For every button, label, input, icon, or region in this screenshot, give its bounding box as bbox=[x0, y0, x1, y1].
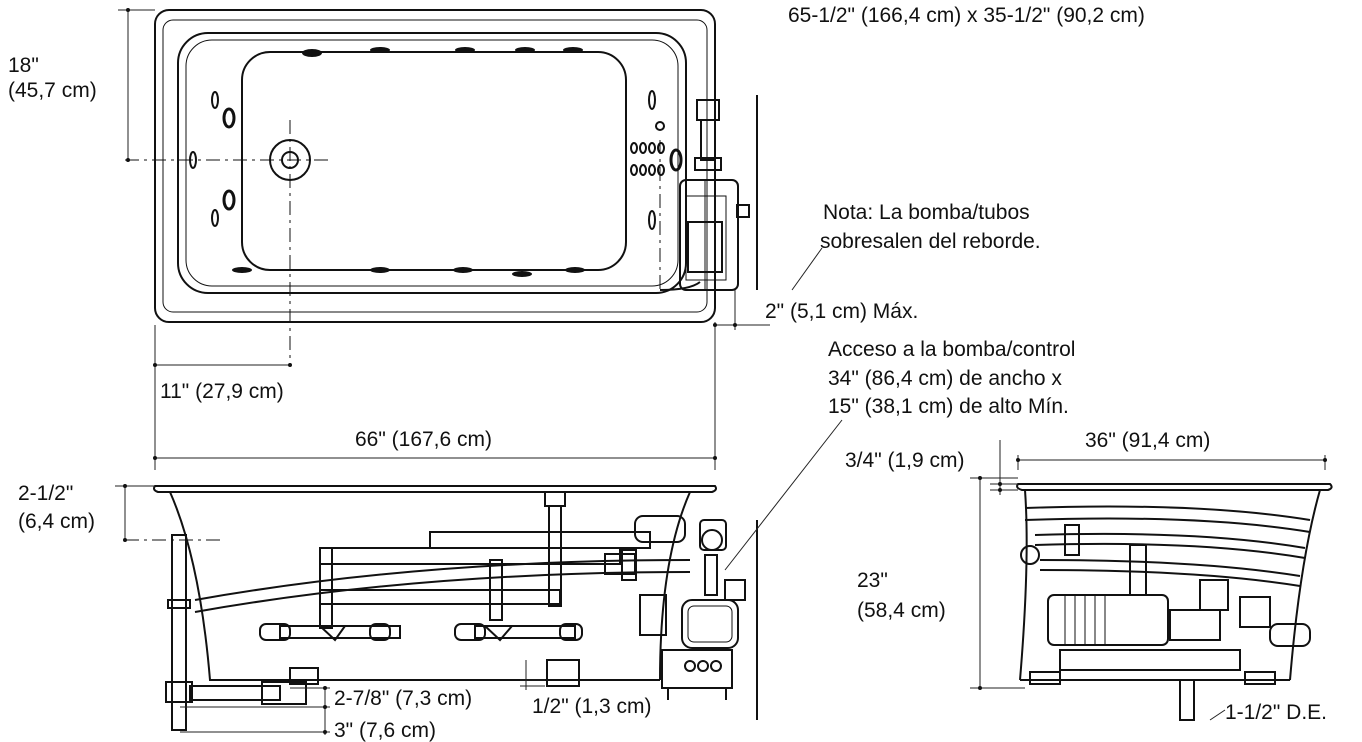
right-jet-cluster bbox=[630, 142, 683, 176]
dim-1-2: 1/2" (1,3 cm) bbox=[532, 695, 652, 718]
dim-2-5-inch: 2-1/2" bbox=[18, 482, 73, 505]
dim-od: 1-1/2" D.E. bbox=[1225, 701, 1327, 724]
dim-23-cm: (58,4 cm) bbox=[857, 599, 946, 622]
side-view bbox=[115, 419, 843, 735]
dim-66: 66" (167,6 cm) bbox=[355, 428, 492, 451]
dim-2-5-cm: (6,4 cm) bbox=[18, 510, 95, 533]
note-line-2: sobresalen del reborde. bbox=[820, 230, 1041, 253]
access-line-3: 15" (38,1 cm) de alto Mín. bbox=[828, 395, 1069, 418]
jets-top-row bbox=[302, 47, 583, 57]
end-view-pump bbox=[1029, 579, 1276, 685]
dim-18-inch: 18" bbox=[8, 54, 39, 77]
dim-11: 11" (27,9 cm) bbox=[160, 380, 284, 403]
overall-size-label: 65-1/2" (166,4 cm) x 35-1/2" (90,2 cm) bbox=[788, 4, 1145, 27]
access-line-1: Acceso a la bomba/control bbox=[828, 338, 1075, 361]
end-view bbox=[970, 440, 1333, 721]
dim-18-cm: (45,7 cm) bbox=[8, 79, 97, 102]
pump-assembly-plan bbox=[659, 99, 750, 291]
plan-view bbox=[118, 8, 823, 470]
pipe-network bbox=[194, 491, 691, 642]
dim-2-7-8: 2-7/8" (7,3 cm) bbox=[334, 687, 472, 710]
pump-unit bbox=[661, 519, 746, 700]
dim-3-4: 3/4" (1,9 cm) bbox=[845, 449, 965, 472]
end-view-pipes bbox=[1020, 505, 1311, 647]
dim-2-max: 2" (5,1 cm) Máx. bbox=[765, 300, 918, 323]
dim-3: 3" (7,6 cm) bbox=[334, 719, 436, 742]
dim-36: 36" (91,4 cm) bbox=[1085, 429, 1210, 452]
dim-23-inch: 23" bbox=[857, 569, 888, 592]
access-line-2: 34" (86,4 cm) de ancho x bbox=[828, 367, 1062, 390]
note-line-1: Nota: La bomba/tubos bbox=[823, 201, 1030, 224]
jets-bottom-row bbox=[232, 267, 585, 277]
